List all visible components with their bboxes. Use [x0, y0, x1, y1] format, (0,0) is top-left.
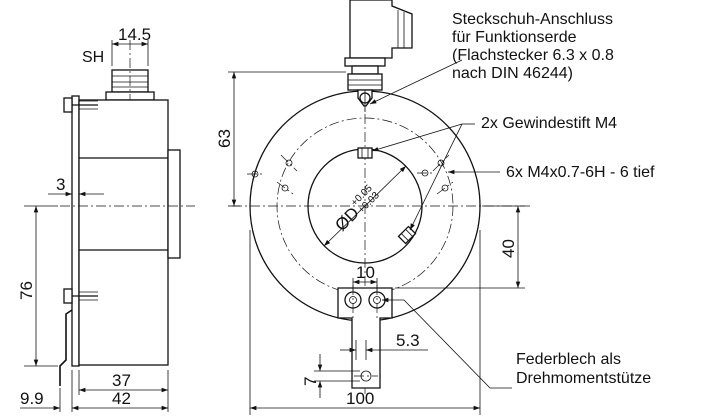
side-flange-plate: [71, 95, 80, 367]
dim-small: 7: [301, 377, 320, 386]
dim-hole-spacing: 10: [356, 263, 375, 282]
threaded-holes: [247, 154, 454, 195]
set-screw-diagonal: [397, 225, 417, 245]
side-torque-bracket: [59, 309, 73, 386]
front-view: 63 40 10 5.3 7 100 ØD +0.05 +0.: [215, 0, 530, 415]
side-screw-bottom: [63, 288, 98, 304]
dim-flange: 3: [56, 175, 65, 194]
side-view: 14.5 SH 3 76 37 42 9.9: [17, 25, 195, 412]
callout-setscrew: 2x Gewindestift M4: [481, 115, 617, 132]
front-bolt-circle: [276, 117, 454, 295]
front-torque-bracket: [337, 285, 393, 389]
dim-body-depth: 37: [112, 371, 131, 390]
callouts: Steckschuh-Anschluss für Funktionserde (…: [452, 11, 655, 387]
set-screw-top: [357, 147, 373, 159]
callout-torque-line1: Federblech als: [516, 351, 621, 368]
side-screw-top: [63, 97, 98, 113]
dim-shaft-width: 14.5: [118, 25, 151, 44]
dim-height: 76: [17, 281, 36, 300]
front-connector: [344, 0, 413, 112]
dim-right-height: 40: [499, 239, 518, 258]
dim-slot: 5.3: [396, 331, 420, 350]
label-sh: SH: [82, 49, 104, 66]
callout-torque-line2: Drehmomentstütze: [516, 370, 651, 387]
callout-ground-line3: (Flachstecker 6.3 x 0.8: [452, 47, 614, 64]
dim-total-depth: 42: [112, 389, 131, 408]
callout-ground-line4: nach DIN 46244): [452, 65, 573, 82]
callout-ground-line2: für Funktionserde: [452, 29, 577, 46]
dim-width: 100: [346, 389, 374, 408]
callout-threads: 6x M4x0.7-6H - 6 tief: [506, 164, 655, 181]
dim-bracket: 9.9: [20, 389, 44, 408]
callout-ground-line1: Steckschuh-Anschluss: [452, 11, 613, 28]
side-shaft-stub: [167, 149, 181, 259]
dim-top-height: 63: [215, 129, 234, 148]
side-main-body: [78, 99, 169, 366]
